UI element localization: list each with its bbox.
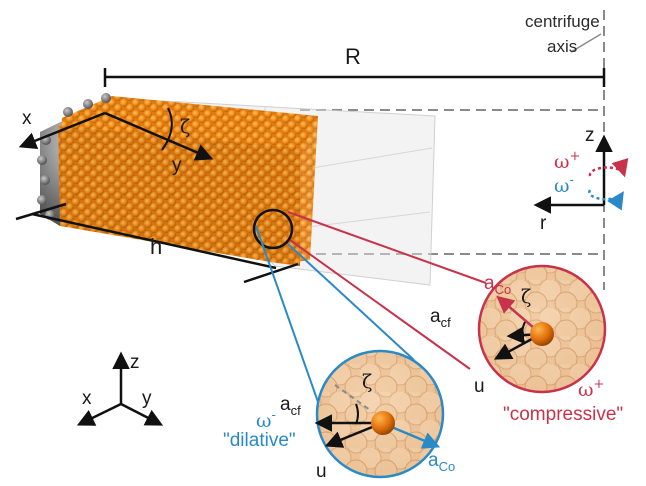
legend-x-label: x <box>82 388 92 409</box>
centrifuge-axis-label-2: axis <box>547 37 577 56</box>
sample-end-face <box>296 116 318 262</box>
omega-plus-arrow <box>588 158 629 178</box>
u-label-dilative: u <box>316 461 327 482</box>
grain-compressive <box>530 322 554 346</box>
zoom-compressive: aCo acf ζ u ω+ "compressive" <box>430 264 623 425</box>
legend-y-label: y <box>142 388 152 409</box>
radius-dimension: R <box>103 44 606 87</box>
rotation-frame: z r ω+ ω- <box>533 125 629 234</box>
omega-minus-arrow <box>588 189 624 211</box>
centrifuge-axis-group: centrifuge axis <box>525 10 605 290</box>
y-label: y <box>172 155 182 176</box>
sample-coordinate-frame: x y ζ <box>18 107 214 176</box>
a-co-label-dilative: aCo <box>428 450 455 474</box>
height-label: h <box>150 234 162 259</box>
radius-label: R <box>345 44 361 69</box>
selection-circle <box>252 208 294 250</box>
zeta-label-dilative: ζ <box>362 371 372 393</box>
x-label: x <box>22 108 32 129</box>
u-label-compressive: u <box>474 376 485 397</box>
centrifuge-axis-label-1: centrifuge <box>525 12 600 31</box>
a-cf-label-dilative: acf <box>280 394 301 418</box>
compressive-label: "compressive" <box>503 404 623 425</box>
zoom-dilative: aCo acf ζ u ω- "dilative" <box>223 349 455 482</box>
granular-sample <box>37 93 318 266</box>
centrifuge-axis-pointer <box>570 33 602 53</box>
omega-label-compressive: ω+ <box>578 377 604 401</box>
height-dimension: h <box>15 202 299 284</box>
reference-frame-legend: z x y <box>76 351 164 426</box>
zeta-label: ζ <box>180 116 190 138</box>
a-co-label-compressive: aCo <box>484 273 511 297</box>
frame-z-label: z <box>585 125 595 146</box>
grain-dilative <box>371 411 395 435</box>
zoom-connectors <box>255 211 487 403</box>
dilative-label: "dilative" <box>223 430 296 451</box>
sample-front-face <box>58 126 300 266</box>
frame-r-label: r <box>540 213 547 234</box>
a-cf-label-compressive: acf <box>430 306 451 330</box>
omega-plus-label: ω+ <box>554 149 580 173</box>
legend-z-label: z <box>130 352 140 373</box>
zeta-label-compressive: ζ <box>521 286 531 308</box>
omega-minus-label: ω- <box>554 173 574 197</box>
omega-label-dilative: ω- <box>256 408 276 432</box>
